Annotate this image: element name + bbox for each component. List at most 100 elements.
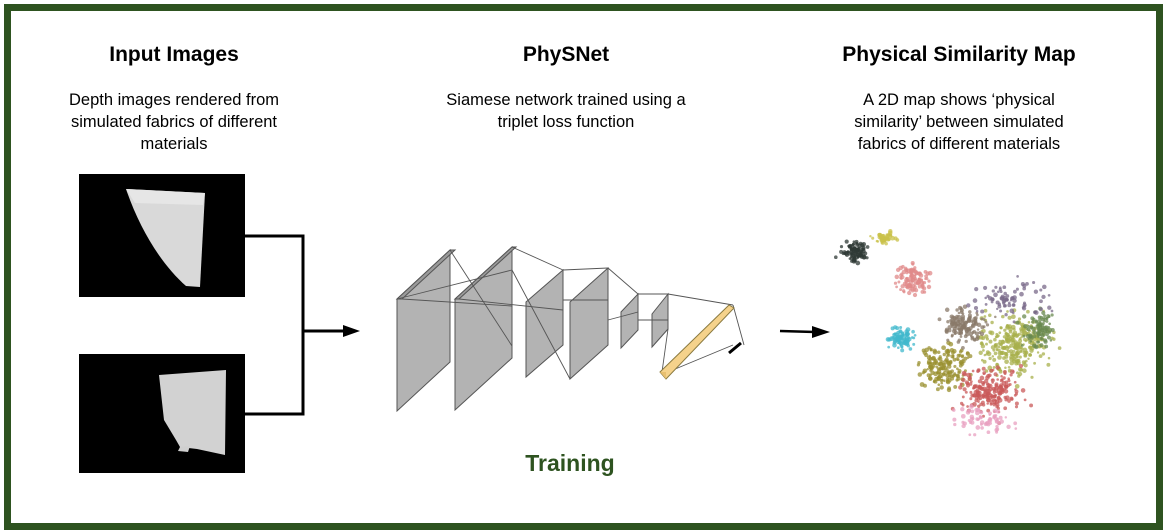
scatter-point xyxy=(963,334,968,339)
scatter-point xyxy=(1020,335,1023,339)
scatter-point xyxy=(994,393,997,397)
scatter-point xyxy=(980,341,984,345)
scatter-point xyxy=(896,346,900,350)
input-images-description: Depth images rendered from simulated fab… xyxy=(68,91,280,153)
scatter-point xyxy=(907,336,911,340)
scatter-point xyxy=(893,332,897,336)
scatter-point xyxy=(937,317,942,322)
scatter-point xyxy=(1004,331,1008,335)
scatter-point xyxy=(955,308,959,312)
scatter-point xyxy=(891,335,895,340)
scatter-point xyxy=(1041,322,1045,325)
scatter-point xyxy=(898,334,902,338)
scatter-point xyxy=(986,402,989,405)
scatter-point xyxy=(899,288,903,292)
scatter-point xyxy=(1027,320,1031,324)
scatter-point xyxy=(895,326,900,331)
scatter-point xyxy=(946,353,950,356)
scatter-point xyxy=(905,332,910,337)
scatter-point xyxy=(936,376,942,382)
scatter-point xyxy=(900,272,904,276)
scatter-point xyxy=(1036,337,1040,341)
physnet-title: PhySNet xyxy=(522,43,610,66)
scatter-point xyxy=(1009,373,1013,377)
scatter-point xyxy=(897,341,901,345)
scatter-point xyxy=(943,379,946,383)
scatter-point xyxy=(1020,343,1024,347)
scatter-point xyxy=(921,371,925,375)
scatter-point xyxy=(987,418,991,423)
scatter-point xyxy=(960,413,966,419)
scatter-point xyxy=(1013,380,1017,384)
scatter-point xyxy=(956,367,959,371)
scatter-point xyxy=(1006,298,1009,302)
scatter-point xyxy=(1002,356,1006,360)
scatter-point xyxy=(1034,345,1038,349)
scatter-point xyxy=(912,342,916,346)
scatter-point xyxy=(861,247,866,251)
scatter-point xyxy=(996,378,1000,381)
scatter-point xyxy=(1003,328,1007,332)
scatter-point xyxy=(1047,356,1051,360)
scatter-point xyxy=(1023,398,1027,402)
scatter-point xyxy=(971,369,975,373)
scatter-point xyxy=(1031,320,1035,324)
scatter-point xyxy=(985,393,990,397)
scatter-point xyxy=(1001,314,1005,319)
scatter-point xyxy=(1022,368,1027,373)
scatter-point xyxy=(932,361,937,366)
scatter-point xyxy=(846,250,850,254)
depth-image-2 xyxy=(79,354,245,473)
scatter-point xyxy=(1022,286,1027,291)
scatter-point xyxy=(1002,285,1007,290)
scatter-point xyxy=(1006,424,1011,429)
scatter-point xyxy=(928,376,933,381)
scatter-point xyxy=(865,245,870,249)
scatter-point xyxy=(1028,353,1032,357)
scatter-point xyxy=(1014,388,1017,391)
scatter-point xyxy=(994,382,999,387)
scatter-point xyxy=(1017,374,1021,378)
scatter-point xyxy=(984,422,988,425)
scatter-point xyxy=(1012,333,1017,337)
scatter-point xyxy=(995,390,999,394)
scatter-point xyxy=(992,357,997,362)
scatter-point xyxy=(980,329,984,333)
scatter-point xyxy=(999,290,1003,294)
scatter-point xyxy=(919,278,923,282)
scatter-point xyxy=(1027,357,1030,361)
scatter-point xyxy=(949,348,954,352)
scatter-point xyxy=(996,417,1000,421)
scatter-point xyxy=(1036,333,1041,337)
scatter-point xyxy=(1021,314,1027,319)
scatter-point xyxy=(1050,309,1054,313)
scatter-point xyxy=(1013,346,1017,350)
scatter-point xyxy=(957,311,961,315)
scatter-point xyxy=(982,386,987,392)
scatter-point xyxy=(918,273,924,278)
scatter-point xyxy=(1032,280,1036,285)
scatter-point xyxy=(910,260,915,266)
scatter-point xyxy=(1000,350,1005,355)
scatter-point xyxy=(1043,314,1047,318)
scatter-point xyxy=(1041,317,1046,322)
scatter-point xyxy=(1003,345,1006,349)
scatter-point xyxy=(1006,339,1011,344)
scatter-point xyxy=(947,362,952,366)
scatter-point xyxy=(969,390,973,394)
scatter-point xyxy=(969,404,974,409)
scatter-point xyxy=(1003,406,1008,411)
scatter-point xyxy=(970,319,974,323)
scatter-point xyxy=(1003,389,1009,394)
scatter-point xyxy=(857,246,861,251)
scatter-point xyxy=(996,403,1000,407)
scatter-point xyxy=(1050,327,1055,333)
scatter-point xyxy=(978,414,982,418)
scatter-point xyxy=(1029,403,1034,408)
scatter-point xyxy=(905,276,910,281)
scatter-point xyxy=(984,378,989,384)
scatter-point xyxy=(945,359,949,363)
scatter-point xyxy=(964,390,968,394)
scatter-point xyxy=(908,279,914,285)
scatter-point xyxy=(986,430,991,435)
